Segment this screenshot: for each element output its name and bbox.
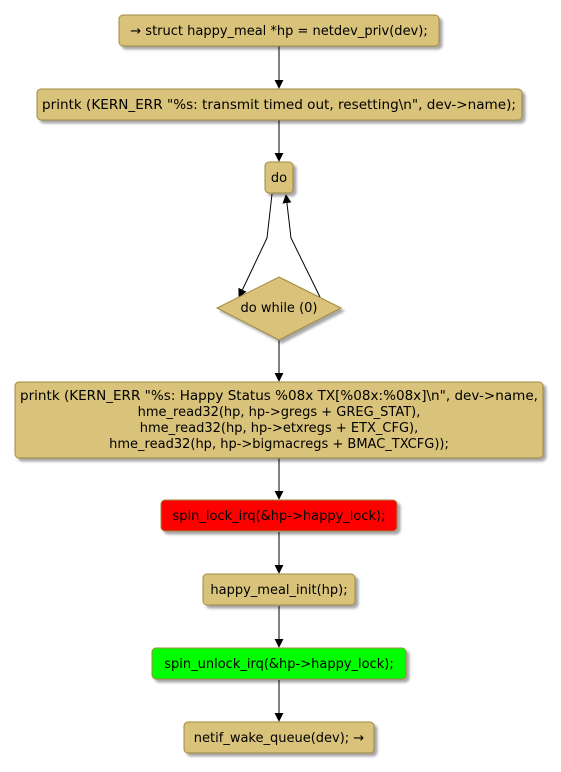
node-start: → struct happy_meal *hp = netdev_priv(de… [118, 14, 440, 47]
edge-do-to-dowhile [238, 193, 273, 298]
node-printk-status-line-2: hme_read32(hp, hp->gregs + GREG_STAT), [138, 405, 421, 420]
node-printk-status-line-1: printk (KERN_ERR "%s: Happy Status %08x … [20, 389, 538, 404]
node-init: happy_meal_init(hp); [202, 573, 356, 606]
node-wake: netif_wake_queue(dev); → [183, 721, 375, 754]
node-spin-unlock: spin_unlock_irq(&hp->happy_lock); [151, 647, 407, 680]
node-do-while-label: do while (0) [241, 301, 318, 316]
node-spin-lock-label: spin_lock_irq(&hp->happy_lock); [173, 509, 386, 524]
node-spin-lock: spin_lock_irq(&hp->happy_lock); [160, 499, 398, 532]
node-spin-unlock-label: spin_unlock_irq(&hp->happy_lock); [164, 657, 393, 672]
node-wake-label: netif_wake_queue(dev); → [194, 731, 365, 746]
node-printk-status-line-3: hme_read32(hp, hp->etxregs + ETX_CFG), [140, 421, 419, 436]
edge-dowhile-loop-back [282, 194, 321, 298]
node-printk-timeout: printk (KERN_ERR "%s: transmit timed out… [36, 88, 523, 121]
node-do-label: do [271, 171, 287, 186]
node-printk-status-line-4: hme_read32(hp, hp->bigmacregs + BMAC_TXC… [109, 437, 449, 452]
node-do: do [264, 161, 294, 194]
node-printk-timeout-label: printk (KERN_ERR "%s: transmit timed out… [42, 98, 516, 113]
edges [238, 46, 321, 722]
node-printk-status: printk (KERN_ERR "%s: Happy Status %08x … [14, 381, 544, 459]
node-do-while: do while (0) [215, 276, 343, 341]
node-start-label: → struct happy_meal *hp = netdev_priv(de… [130, 24, 427, 39]
node-init-label: happy_meal_init(hp); [210, 583, 347, 598]
